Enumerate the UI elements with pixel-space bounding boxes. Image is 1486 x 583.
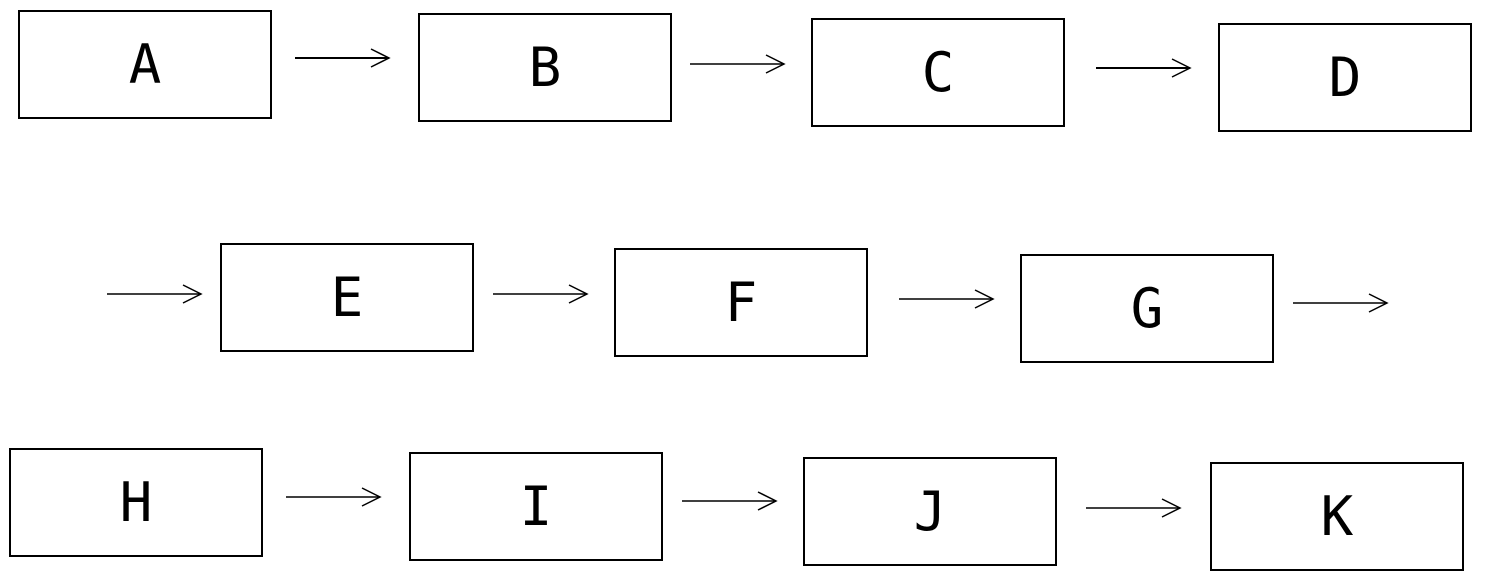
arrow-f-to-g <box>899 289 995 309</box>
node-j-label: J <box>913 479 947 543</box>
arrow-c-to-d <box>1096 58 1192 78</box>
node-i-label: I <box>519 474 553 538</box>
arrow-j-to-k <box>1086 498 1182 518</box>
node-g-label: G <box>1130 276 1164 340</box>
arrow-h-to-i <box>286 487 382 507</box>
node-b-label: B <box>528 35 562 99</box>
arrow-b-to-c <box>690 54 786 74</box>
node-h: H <box>9 448 263 557</box>
node-c: C <box>811 18 1065 127</box>
node-k: K <box>1210 462 1464 571</box>
node-g: G <box>1020 254 1274 363</box>
node-a-label: A <box>128 32 162 96</box>
node-b: B <box>418 13 672 122</box>
node-e-label: E <box>330 265 364 329</box>
node-f-label: F <box>724 270 758 334</box>
arrow-e-to-f <box>493 284 589 304</box>
node-d: D <box>1218 23 1472 132</box>
node-d-label: D <box>1328 45 1362 109</box>
arrow-a-to-b <box>295 48 391 68</box>
node-a: A <box>18 10 272 119</box>
node-e: E <box>220 243 474 352</box>
node-c-label: C <box>921 40 955 104</box>
arrow-out-of-g <box>1293 293 1389 313</box>
node-h-label: H <box>119 470 153 534</box>
node-j: J <box>803 457 1057 566</box>
node-i: I <box>409 452 663 561</box>
arrow-into-e <box>107 284 203 304</box>
arrow-i-to-j <box>682 491 778 511</box>
node-f: F <box>614 248 868 357</box>
node-k-label: K <box>1320 484 1354 548</box>
